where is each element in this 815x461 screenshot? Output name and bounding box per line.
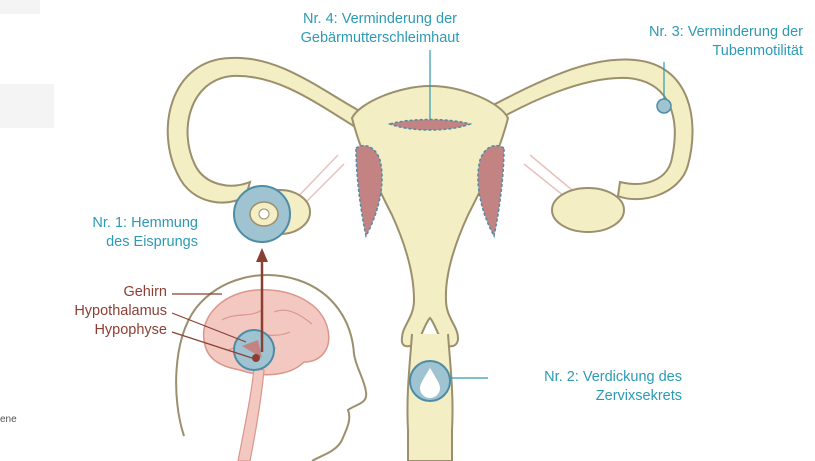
left-fallopian-tube	[168, 58, 372, 203]
tube-callout-circle	[657, 99, 671, 113]
label-hypophyse: Hypophyse	[0, 321, 167, 340]
right-uterine-wall	[478, 146, 504, 236]
label-gehirn: Gehirn	[0, 283, 167, 302]
label-n4: Nr. 4: Verminderung der Gebärmutterschle…	[255, 10, 505, 48]
label-n1: Nr. 1: Hemmung des Eisprungs	[10, 214, 198, 252]
right-ovary	[552, 188, 624, 232]
label-n3: Nr. 3: Verminderung der Tubenmotilität	[560, 23, 803, 61]
label-n4-line1: Nr. 4: Verminderung der	[255, 10, 505, 29]
brain-labels: Gehirn Hypothalamus Hypophyse	[0, 283, 167, 340]
label-n1-line2: des Eisprungs	[10, 233, 198, 252]
label-n3-line2: Tubenmotilität	[560, 42, 803, 61]
label-n2-line2: Zervixsekrets	[470, 387, 682, 406]
egg-icon	[259, 209, 269, 219]
label-n2: Nr. 2: Verdickung des Zervixsekrets	[470, 368, 682, 406]
arrow-head-icon	[256, 248, 268, 262]
label-hypothalamus: Hypothalamus	[0, 302, 167, 321]
label-n3-line1: Nr. 3: Verminderung der	[560, 23, 803, 42]
label-n1-line1: Nr. 1: Hemmung	[10, 214, 198, 233]
label-n2-line1: Nr. 2: Verdickung des	[470, 368, 682, 387]
brain-stem	[238, 368, 264, 461]
label-n4-line2: Gebärmutterschleimhaut	[255, 29, 505, 48]
left-uterine-wall	[356, 146, 382, 236]
hypophyse-icon	[252, 354, 260, 362]
